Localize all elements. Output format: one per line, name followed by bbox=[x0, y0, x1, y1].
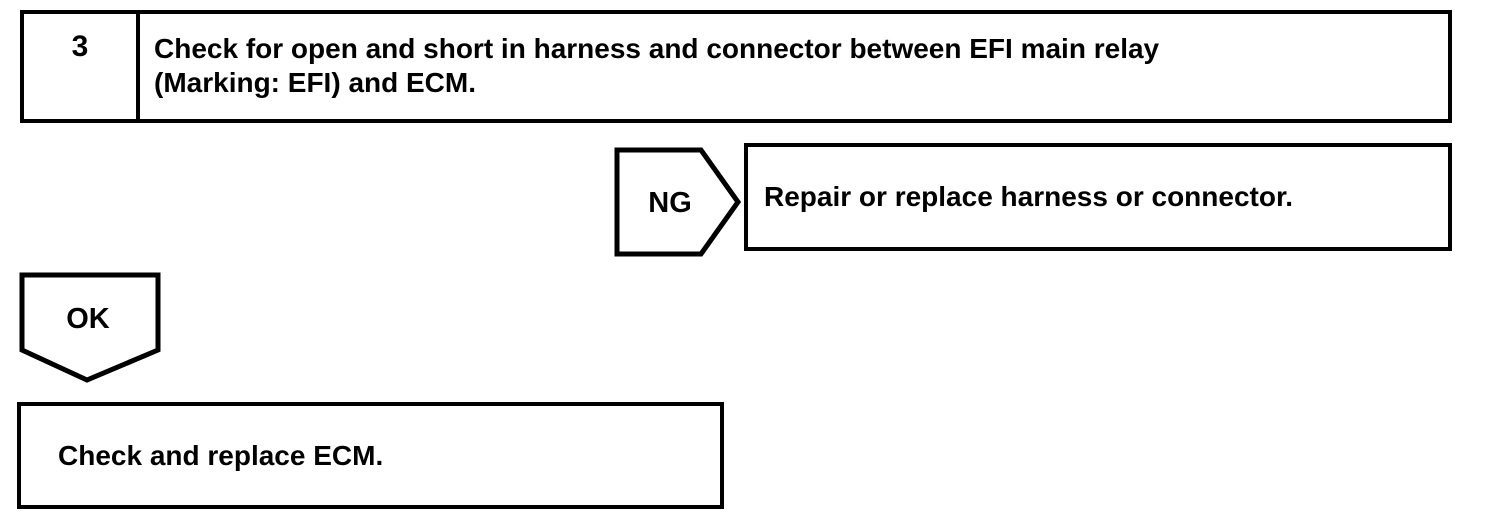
ok-label: OK bbox=[66, 303, 110, 335]
step-number: 3 bbox=[24, 14, 140, 119]
ok-pentagon: OK bbox=[19, 272, 161, 383]
step-instruction-line-1: Check for open and short in harness and … bbox=[154, 33, 1160, 64]
ok-action-box: Check and replace ECM. bbox=[17, 402, 724, 509]
ng-pentagon: NG bbox=[614, 147, 742, 257]
step-instruction: Check for open and short in harness and … bbox=[140, 14, 1189, 119]
ok-action-text: Check and replace ECM. bbox=[58, 439, 384, 471]
step-box: 3 Check for open and short in harness an… bbox=[20, 10, 1452, 123]
ok-pentagon-outline bbox=[19, 272, 161, 383]
ng-action-text: Repair or replace harness or connector. bbox=[764, 181, 1294, 212]
ng-pentagon-outline bbox=[614, 147, 742, 257]
step-instruction-line-2: (Marking: EFI) and ECM. bbox=[154, 67, 476, 98]
ng-label: NG bbox=[648, 187, 692, 219]
ng-action-box: Repair or replace harness or connector. bbox=[744, 143, 1452, 251]
